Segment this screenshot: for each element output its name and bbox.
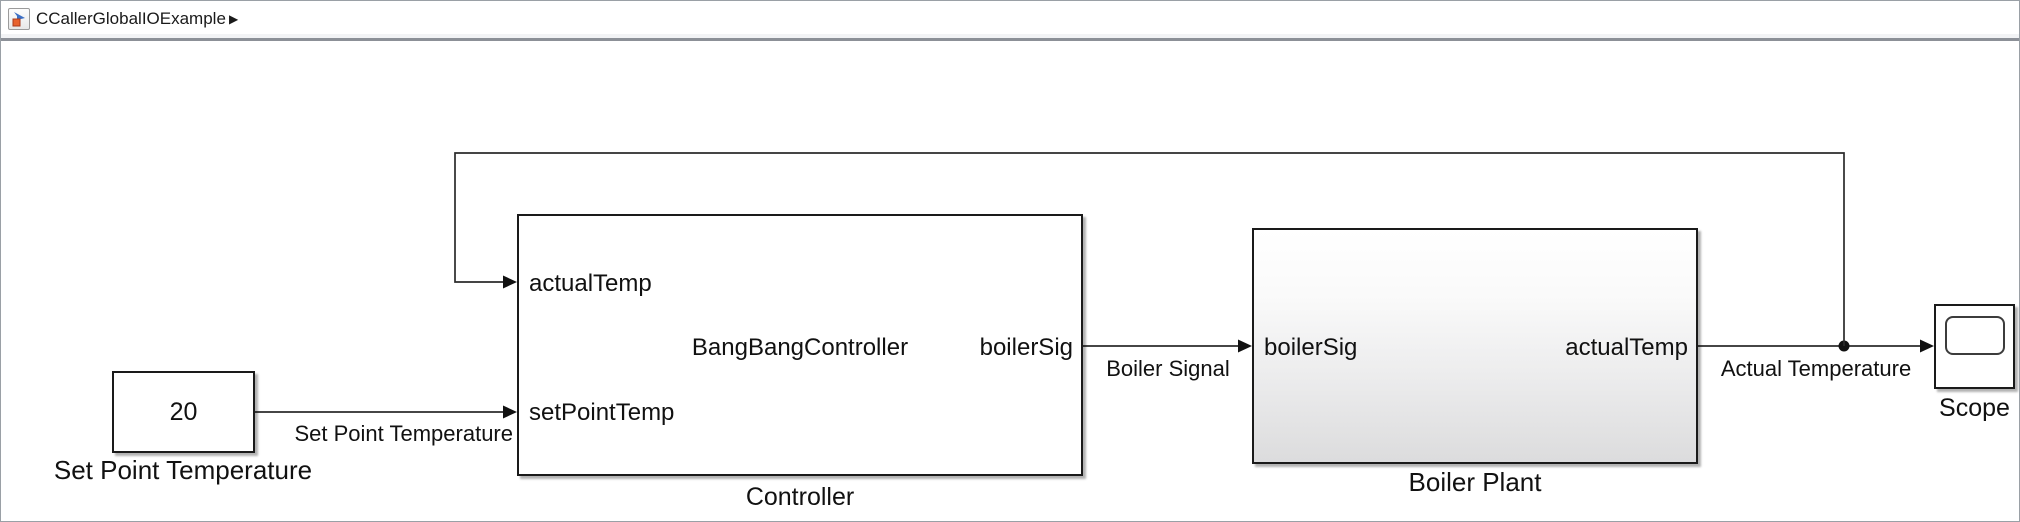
constant-value: 20	[169, 397, 198, 426]
arrowhead-boiler-signal-input	[1238, 339, 1252, 353]
scope-block-name[interactable]: Scope	[1939, 394, 2010, 422]
constant-block[interactable]: 20	[112, 371, 255, 453]
scope-screen-icon	[1945, 316, 2005, 355]
constant-block-name[interactable]: Set Point Temperature	[53, 455, 313, 485]
scope-block[interactable]	[1934, 304, 2015, 389]
boiler-port-boilersig: boilerSig	[1264, 334, 1358, 361]
signal-label-set-point-temperature[interactable]: Set Point Temperature	[294, 421, 514, 446]
signal-label-actual-temperature[interactable]: Actual Temperature	[1720, 356, 1912, 381]
simulink-model-icon	[12, 12, 25, 27]
controller-port-setpointtemp: setPointTemp	[529, 399, 675, 426]
boiler-plant-block[interactable]: boilerSig actualTemp	[1252, 228, 1698, 464]
boiler-port-actualtemp: actualTemp	[1565, 334, 1688, 361]
controller-center-title: BangBangController	[691, 334, 909, 361]
controller-port-actualtemp: actualTemp	[529, 270, 652, 297]
breadcrumb-bar: CCallerGlobalIOExample ▶	[1, 1, 2019, 41]
controller-block-name[interactable]: Controller	[745, 483, 855, 511]
breadcrumb-chevron-icon[interactable]: ▶	[229, 12, 239, 26]
model-icon-button[interactable]	[8, 8, 30, 30]
boiler-plant-block-name[interactable]: Boiler Plant	[1408, 467, 1542, 497]
signal-label-boiler-signal[interactable]: Boiler Signal	[1106, 356, 1230, 381]
wire-feedback-actual-temperature[interactable]	[454, 152, 1845, 346]
arrowhead-scope-input	[1920, 339, 1934, 353]
arrowhead-set-point-input	[503, 405, 517, 419]
arrowhead-actual-temp-input	[503, 275, 517, 289]
controller-block[interactable]: actualTemp setPointTemp BangBangControll…	[517, 214, 1083, 476]
breadcrumb-model-name[interactable]: CCallerGlobalIOExample	[36, 9, 226, 28]
controller-port-boilersig: boilerSig	[979, 334, 1073, 361]
